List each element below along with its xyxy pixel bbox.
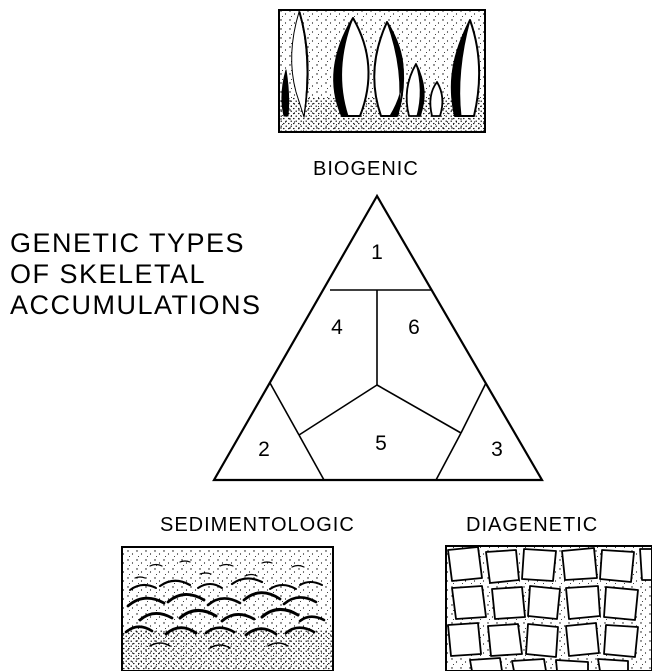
sedimentologic-illustration [122, 547, 333, 671]
field-1: 1 [371, 241, 383, 264]
field-2: 2 [258, 438, 270, 461]
field-5: 5 [375, 432, 387, 455]
biogenic-illustration [279, 10, 485, 132]
field-4: 4 [331, 316, 343, 339]
diagenetic-illustration [446, 546, 652, 671]
field-3: 3 [491, 438, 503, 461]
field-6: 6 [408, 316, 420, 339]
